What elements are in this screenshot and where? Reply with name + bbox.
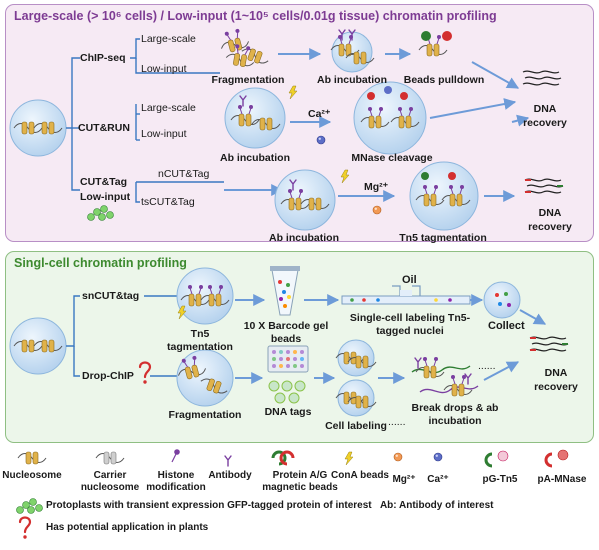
cuttag-ab-incubation-cell <box>274 169 350 231</box>
legend-antibody-label: Antibody <box>208 470 252 481</box>
method-cut-and-run: CUT&RUN <box>78 122 130 134</box>
sc-start-cell <box>9 317 67 375</box>
legend-carrier-nucleosome-label: Carrier nucleosome <box>80 470 140 493</box>
option-ncut-and-tag: nCUT&Tag <box>158 168 210 180</box>
bulk-dna-recovery-1: DNA recovery <box>523 103 567 129</box>
legend-protoplast-note: Protoplasts with transient expression GF… <box>46 500 493 512</box>
legend-ca-label: Ca²⁺ <box>427 474 449 485</box>
microfluidic-chip-icon <box>341 285 471 305</box>
chip-pulldown-graphic <box>419 31 452 56</box>
sn-step-tn5: Tn5 tagmentation <box>167 328 233 353</box>
collect-droplet-icon <box>483 281 521 319</box>
legend-antibody-icon <box>224 455 232 467</box>
legend-pa-mnase-label: pA-MNase <box>537 474 587 485</box>
sc-dna-recovery: DNA recovery <box>534 367 578 393</box>
drop-step-fragmentation: Fragmentation <box>168 409 242 421</box>
method-drop-chip: Drop-ChIP <box>82 370 134 382</box>
sn-step-single-cell-labeling: Single-cell labeling Tn5-tagged nuclei <box>349 312 471 337</box>
chip-ab-incubation-graphic <box>331 29 375 73</box>
cell-labeling-droplets <box>335 339 377 417</box>
cutrun-ab-incubation-cell <box>224 85 298 149</box>
bulk-tree-lines <box>66 38 224 203</box>
cutrun-low-input: Low-input <box>141 128 187 140</box>
cuttag-step-ab-incubation: Ab incubation <box>269 232 339 244</box>
chip-arrows <box>278 48 530 127</box>
legend-mg-icon <box>393 452 403 462</box>
legend-pg-tn5-label: pG-Tn5 <box>482 474 518 485</box>
chip-large-scale: Large-scale <box>141 33 196 45</box>
drop-fragmentation-cell <box>175 349 234 407</box>
legend-pg-tn5-icon <box>484 450 509 468</box>
cutrun-step-ab-incubation: Ab incubation <box>220 152 290 164</box>
bulk-dna-icon <box>522 70 562 86</box>
legend-cona-beads-icon <box>344 451 354 466</box>
barcode-tube-icon <box>270 266 300 316</box>
drop-step-break-drops: Break drops & ab incubation <box>411 402 499 427</box>
cutrun-mnase-cell <box>353 81 427 155</box>
method-cut-and-tag: CUT&Tag <box>80 176 128 188</box>
method-sncut-and-tag: snCUT&tag <box>82 290 140 302</box>
legend-carrier-nucleosome-icon <box>95 451 125 465</box>
legend-histone-mod-label: Histone modification <box>146 470 206 493</box>
legend-ab-note: Ab: Antibody of interest <box>379 500 494 511</box>
oil-label: Oil <box>402 274 417 286</box>
single-cell-panel-title: Singl-cell chromatin profiling <box>14 256 187 270</box>
cuttag-step-tn5: Tn5 tagmentation <box>399 232 487 244</box>
legend-nucleosome-label: Nucleosome <box>2 470 62 481</box>
sn-step-collect: Collect <box>488 320 525 332</box>
drop-step-dna-tags: DNA tags <box>264 406 312 418</box>
chip-low-input: Low-input <box>141 63 187 75</box>
method-cut-and-tag-low-input: Low-input <box>80 191 131 203</box>
sn-tn5-cell <box>176 267 234 325</box>
cutrun-large-scale: Large-scale <box>141 102 196 114</box>
legend-protoplast-icon <box>16 498 43 514</box>
cutrun-step-mnase-cleavage: MNase cleavage <box>351 152 433 164</box>
sc-tree-lines <box>66 295 180 377</box>
legend-ca-icon <box>433 452 443 462</box>
option-tscut-and-tag: tsCUT&Tag <box>141 196 195 208</box>
legend-nucleosome-icon <box>17 451 47 465</box>
ca-ion-icon <box>316 135 326 145</box>
sc-dna-icon <box>529 336 569 352</box>
legend-histone-modification-icon <box>171 449 180 463</box>
legend-cona-beads-label: ConA beads <box>331 470 389 481</box>
bulk-panel-title: Large-scale (> 10⁶ cells) / Low-input (1… <box>14 9 497 23</box>
legend-protein-ag-label: Protein A/G magnetic beads <box>262 470 338 493</box>
gfp-protoplasts-icon <box>87 205 114 221</box>
chip-step-fragmentation: Fragmentation <box>211 74 285 86</box>
drop-step-cell-labeling: Cell labeling <box>325 420 387 432</box>
method-chip-seq: ChIP-seq <box>80 52 126 64</box>
legend-protein-ag-beads-icon <box>271 450 295 466</box>
chip-fragmentation-graphic <box>218 27 271 68</box>
chip-step-ab-incubation: Ab incubation <box>317 74 387 86</box>
ca-label: Ca²⁺ <box>308 108 331 120</box>
break-drops-graphic <box>411 357 479 396</box>
legend-question-icon <box>18 516 32 539</box>
mg-ion-icon <box>372 205 382 215</box>
mg-label: Mg²⁺ <box>364 181 389 193</box>
drop-question-mark <box>138 361 152 384</box>
legend-protoplast-text: Protoplasts with transient expression GF… <box>46 500 372 511</box>
legend-icons <box>16 449 569 539</box>
bulk-start-cell <box>9 99 67 157</box>
drop-ellipsis-1: ...... <box>388 416 406 428</box>
chip-step-beads-pulldown: Beads pulldown <box>403 74 485 86</box>
dna-tags-plate-icon <box>267 345 309 404</box>
sn-step-barcode-beads: 10 X Barcode gel beads <box>243 320 329 345</box>
bulk-dna-tagged-icon <box>524 178 564 194</box>
drop-ellipsis-2: ...... <box>478 360 496 372</box>
bulk-dna-recovery-2: DNA recovery <box>528 207 572 233</box>
legend-pa-mnase-icon <box>544 449 569 468</box>
cuttag-tn5-cell <box>409 161 479 231</box>
legend-potential-note: Has potential application in plants <box>46 522 209 533</box>
legend-mg-label: Mg²⁺ <box>392 474 416 485</box>
